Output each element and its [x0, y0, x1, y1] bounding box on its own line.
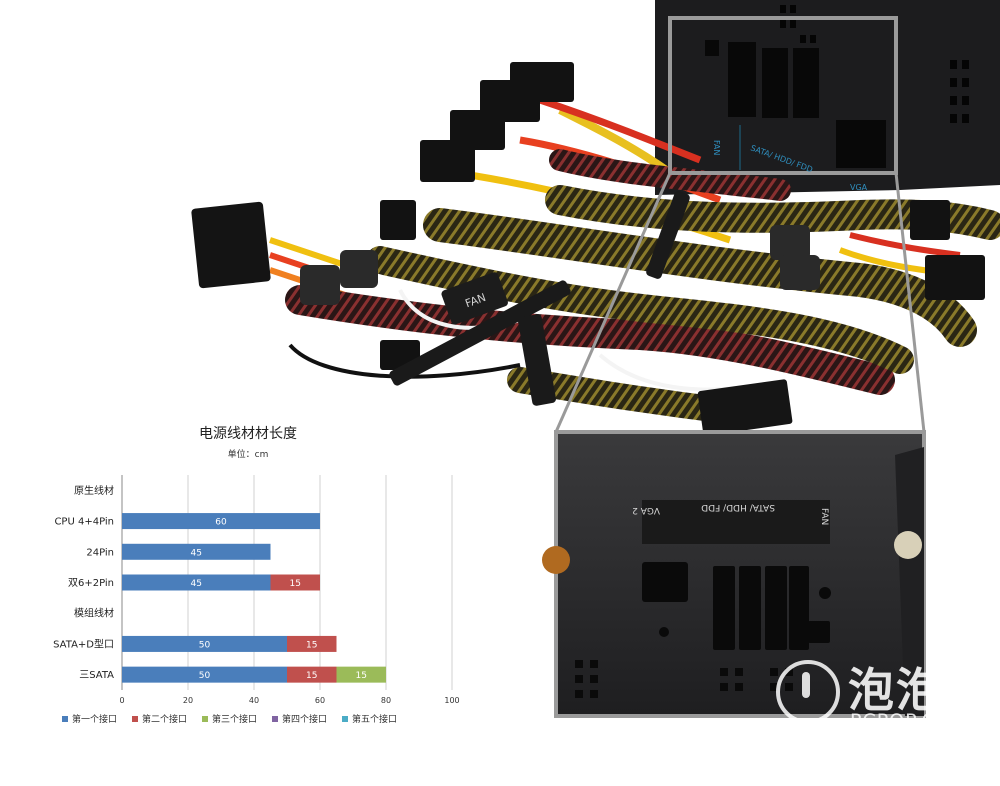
category-label: 三SATA [79, 670, 114, 681]
legend-swatch [202, 716, 208, 722]
cable-length-chart: 电源线材材长度 单位：cm 60 45 45 15 50 15 50 15 15 原生线材 CPU… [53, 426, 460, 725]
zoom-inset: VGA 2 SATA/ HDD/ FDD FAN [542, 430, 926, 718]
legend-label: 第一个接口 [72, 713, 117, 725]
bar [122, 513, 320, 530]
bar [122, 666, 287, 683]
chart-category-labels: 原生线材 CPU 4+4Pin 24Pin 双6+2Pin 模组线材 SATA+D型口三S… [53, 484, 114, 681]
panel-sata-label: SATA/ HDD/ FDD [701, 502, 775, 512]
bar-data-label: 60 [215, 518, 227, 528]
legend-label: 第五个接口 [352, 713, 397, 725]
bar [287, 666, 337, 683]
legend-label: 第二个接口 [142, 713, 187, 725]
chart-title: 电源线材材长度 [199, 426, 297, 442]
chart-subtitle: 单位：cm [228, 448, 269, 460]
bar-data-label: 15 [290, 579, 301, 589]
category-label: 原生线材 [74, 484, 114, 497]
bar [122, 635, 287, 652]
bar-data-label: 50 [199, 640, 211, 650]
x-tick-label: 80 [381, 696, 391, 705]
bar [287, 635, 337, 652]
power-logo-icon [776, 660, 840, 724]
category-label: CPU 4+4Pin [54, 517, 114, 528]
bar-data-label: 15 [356, 671, 367, 681]
legend-label: 第三个接口 [212, 713, 257, 725]
chart-bars: 60 45 45 15 50 15 50 15 15 [122, 513, 386, 683]
x-tick-label: 100 [444, 696, 459, 705]
bar-data-label: 45 [191, 579, 202, 589]
category-label: SATA+D型口 [53, 637, 114, 650]
legend-swatch [62, 716, 68, 722]
bar-data-label: 15 [306, 640, 317, 650]
legend-swatch [132, 716, 138, 722]
legend-label: 第四个接口 [282, 713, 327, 725]
category-label: 24Pin [86, 547, 114, 558]
category-label: 模组线材 [74, 607, 114, 620]
chart-x-ticks: 0 20 40 60 80 100 [119, 696, 459, 705]
watermark-en: PCPOP.COM [850, 710, 970, 732]
bar [336, 666, 386, 683]
x-tick-label: 60 [315, 696, 325, 705]
x-tick-label: 20 [183, 696, 193, 705]
bar [122, 543, 271, 560]
product-photo: FAN FAN SATA/ HDD/ FDD VGA VGA 2 SATA/ H… [191, 0, 1000, 718]
panel-vga-label: VGA 2 [632, 505, 660, 515]
x-tick-label: 40 [249, 696, 259, 705]
bar-data-label: 50 [199, 671, 211, 681]
legend-swatch [342, 716, 348, 722]
legend-swatch [272, 716, 278, 722]
category-label: 双6+2Pin [68, 577, 114, 589]
chart-legend: 第一个接口 第二个接口 第三个接口 第四个接口 第五个接口 [62, 713, 397, 725]
panel-fan-small: FAN [712, 140, 721, 155]
cable-bundle: FAN [191, 62, 1000, 436]
panel-vga-small: VGA [850, 183, 868, 192]
panel-fan-label: FAN [819, 508, 829, 525]
watermark: 泡泡网 PCPOP.COM [776, 652, 986, 783]
bar [270, 574, 320, 591]
x-tick-label: 0 [119, 696, 124, 705]
psu-body [655, 0, 1000, 195]
bar-data-label: 15 [306, 671, 317, 681]
bar [122, 574, 271, 591]
bar-data-label: 45 [191, 548, 202, 558]
